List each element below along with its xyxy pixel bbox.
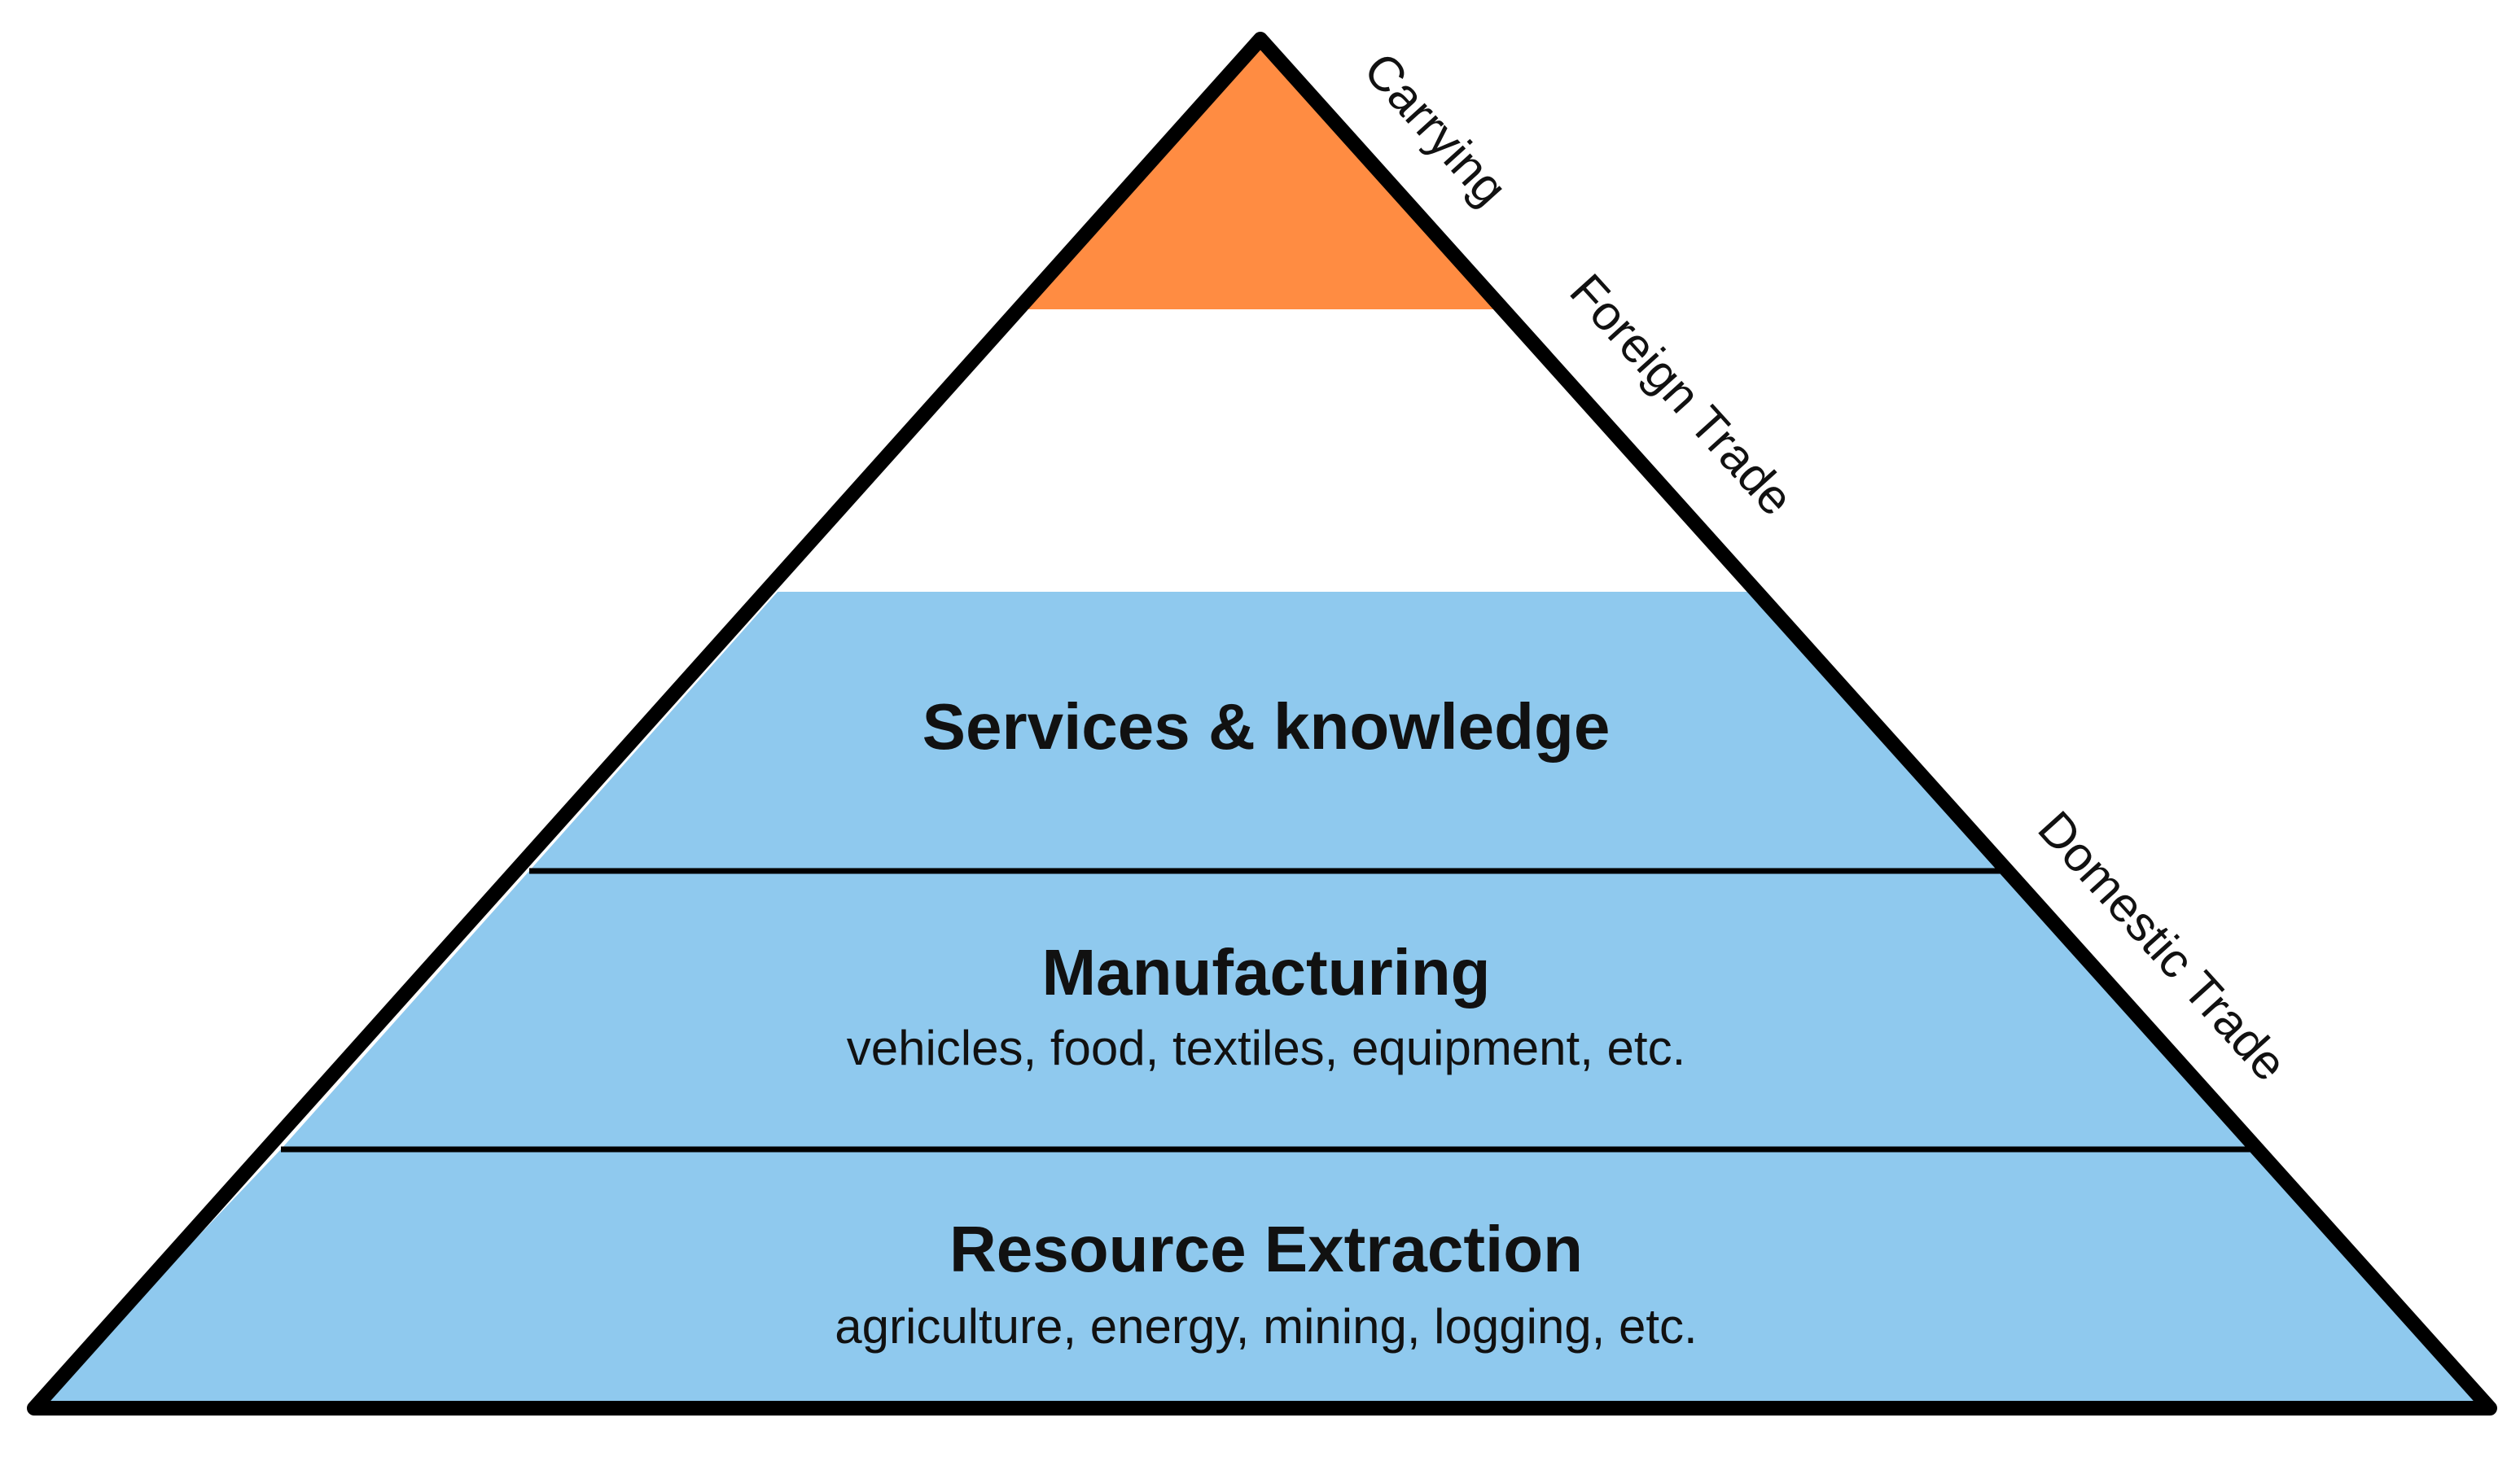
services-title: Services & knowledge (923, 690, 1611, 763)
resource-extraction-tier (34, 1149, 2490, 1408)
pyramid-outline (27, 32, 2497, 1416)
manufacturing-tier (281, 871, 2257, 1149)
manufacturing-subtitle: vehicles, food, textiles, equipment, etc… (847, 1021, 1686, 1075)
manufacturing-title: Manufacturing (1041, 936, 1490, 1009)
resource-extraction-title: Resource Extraction (949, 1213, 1583, 1285)
carrying-tier (1025, 39, 1505, 309)
resource-extraction-subtitle: agriculture, energy, mining, logging, et… (835, 1299, 1697, 1354)
foreign-trade-tier (778, 309, 1760, 592)
services-tier (529, 592, 2007, 871)
